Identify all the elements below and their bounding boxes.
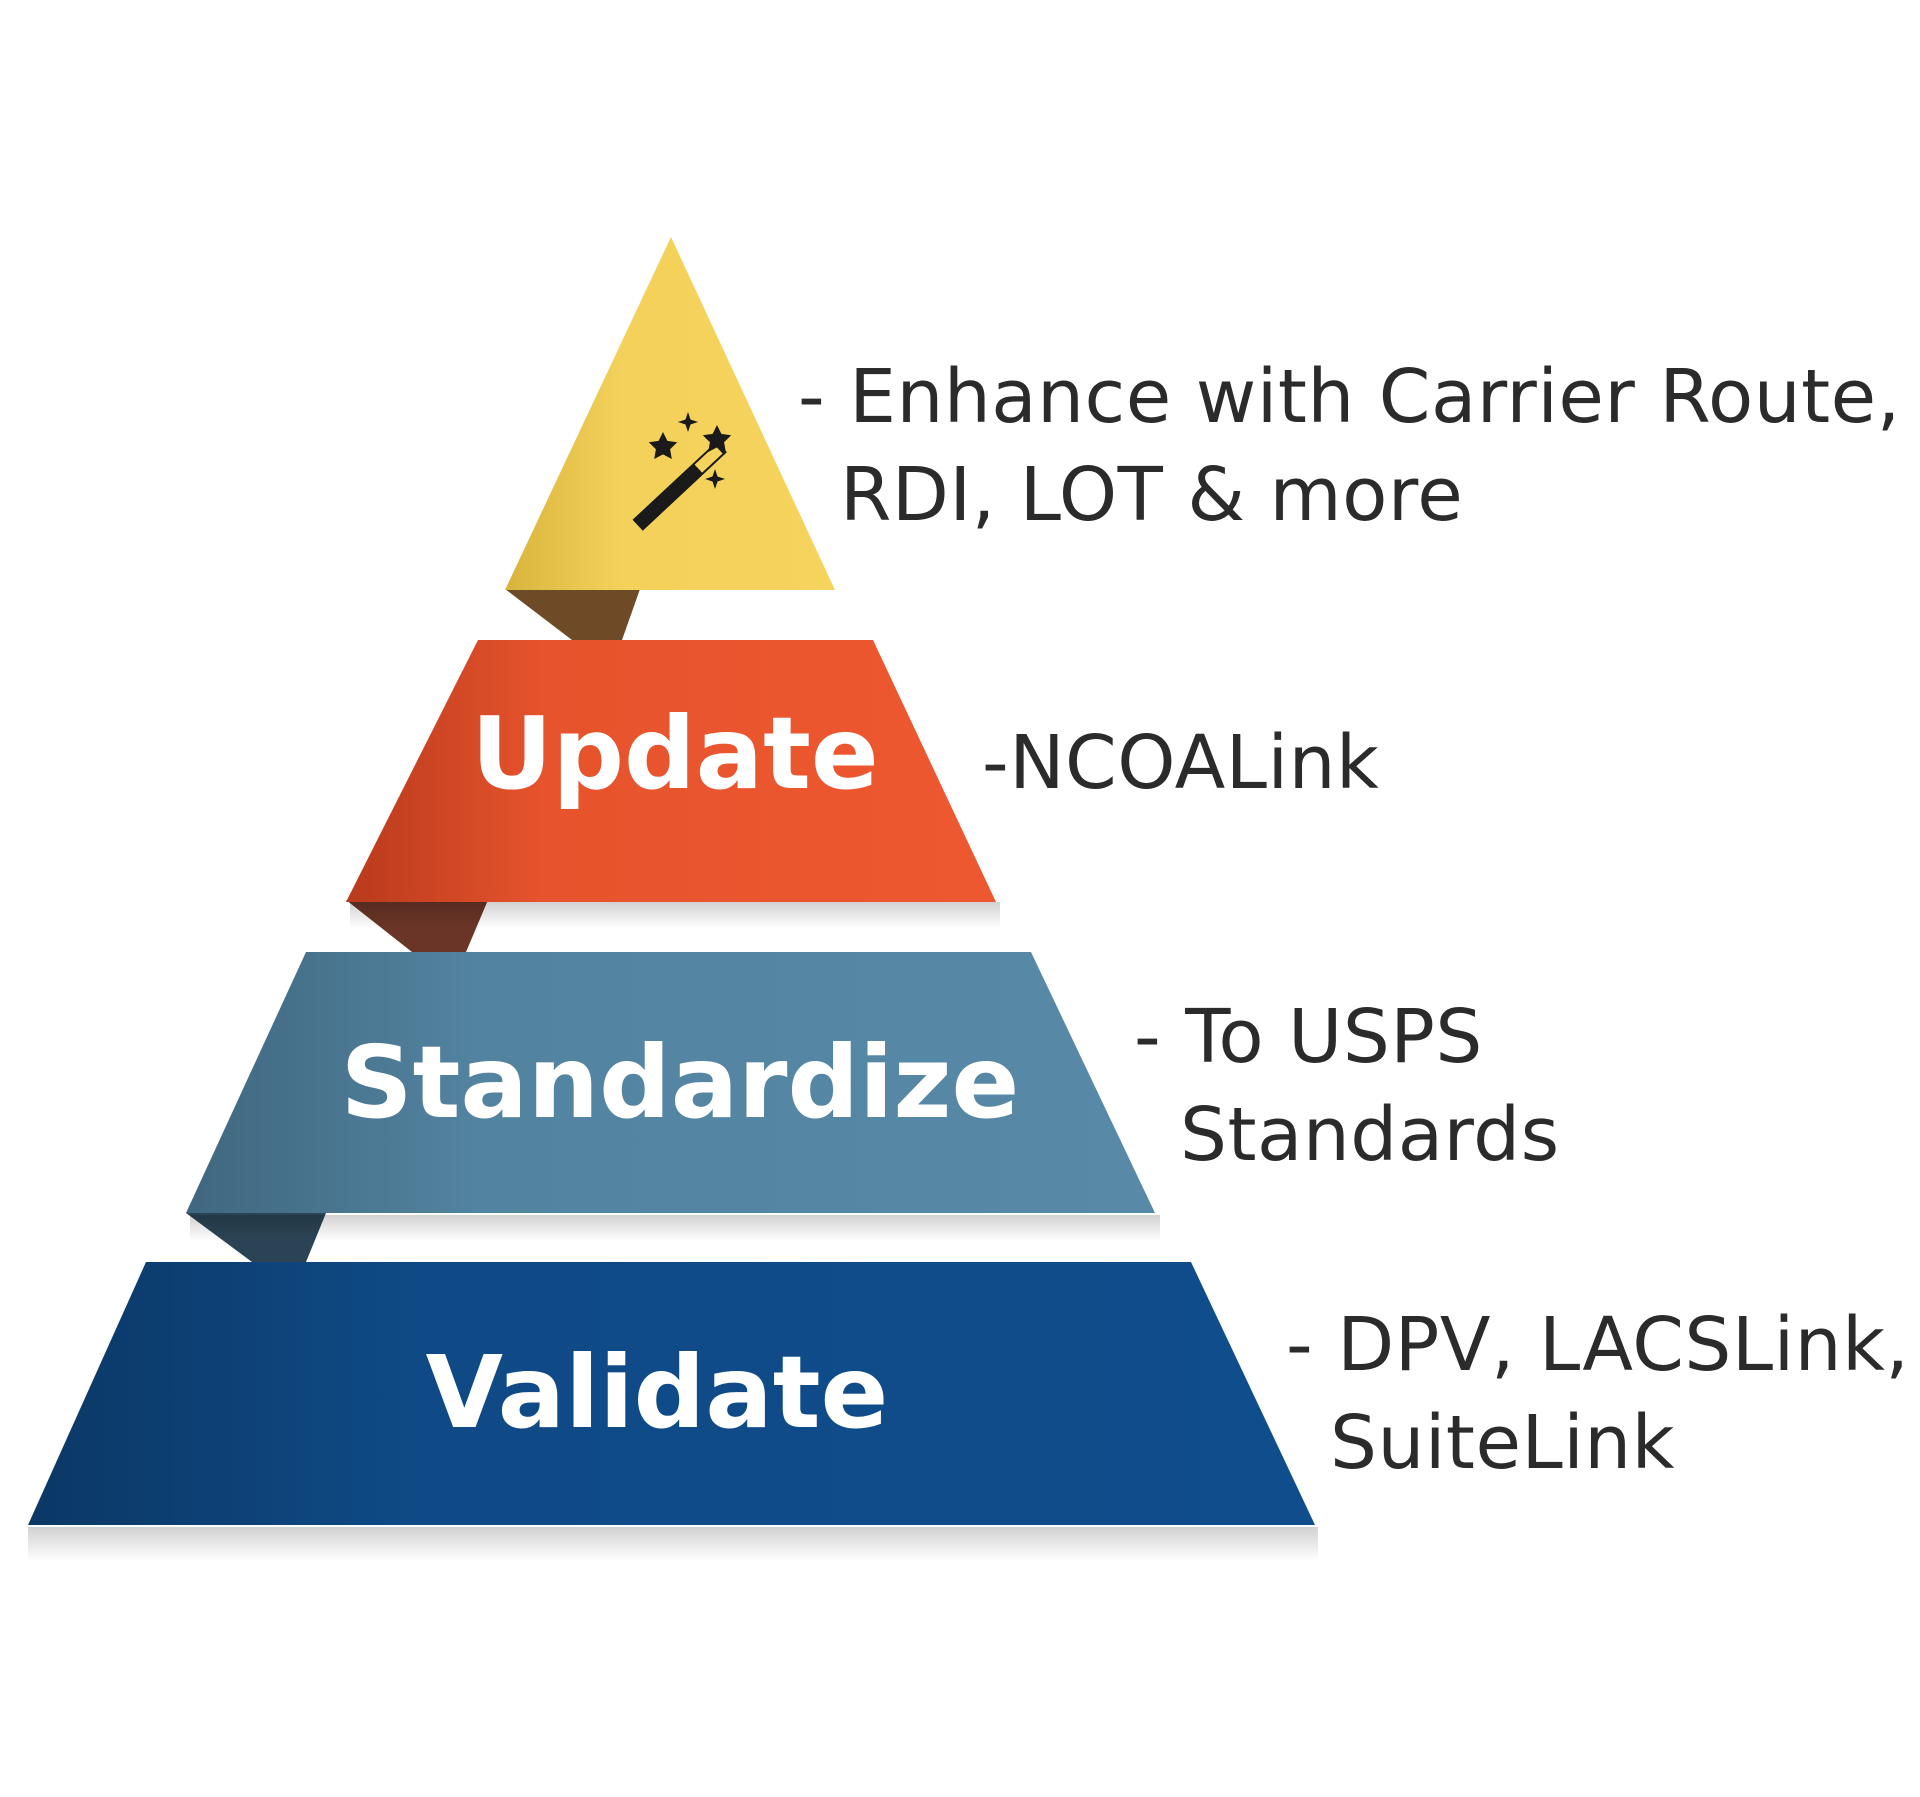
- shadow-blue: [28, 1527, 1318, 1561]
- fold-yellow-orange: [505, 589, 640, 640]
- tier-top: [505, 237, 835, 590]
- tier-label-standardize: Standardize: [341, 1024, 1020, 1141]
- description-line: - To USPS: [1134, 994, 1483, 1080]
- description-line: RDI, LOT & more: [840, 452, 1464, 538]
- description-line: - Enhance with Carrier Route,: [798, 354, 1901, 440]
- tier-label-validate: Validate: [426, 1334, 889, 1451]
- tier-description-standardize: - To USPS Standards: [1134, 988, 1560, 1184]
- magic-wand-icon: [632, 412, 732, 531]
- tier-label-update: Update: [471, 695, 878, 812]
- tier-validate: [28, 1262, 1315, 1525]
- shadow-steel: [190, 1215, 1160, 1241]
- description-line: -NCOALink: [982, 720, 1380, 806]
- description-line: Standards: [1180, 1092, 1560, 1178]
- tier-description-top: - Enhance with Carrier Route, RDI, LOT &…: [798, 348, 1901, 544]
- description-line: SuiteLink: [1330, 1400, 1676, 1486]
- tier-description-validate: - DPV, LACSLink, SuiteLink: [1286, 1296, 1909, 1492]
- description-line: - DPV, LACSLink,: [1286, 1302, 1910, 1388]
- tier-standardize: [186, 952, 1155, 1213]
- tier-description-update: -NCOALink: [982, 714, 1379, 812]
- shadow-orange: [350, 902, 1000, 928]
- tier-update: [346, 640, 996, 902]
